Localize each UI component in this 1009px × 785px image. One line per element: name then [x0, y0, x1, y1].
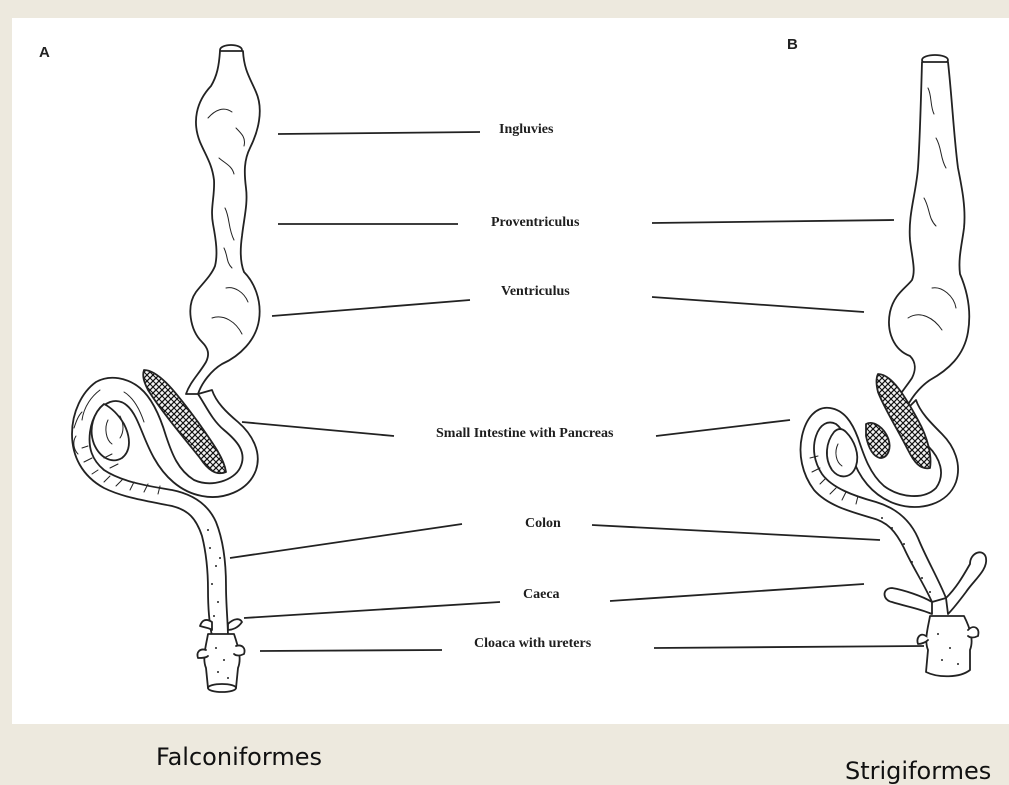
panel-letter-a: A — [39, 44, 50, 61]
label-proventriculus: Proventriculus — [491, 215, 579, 231]
caption-falconiformes: Falconiformes — [156, 743, 322, 771]
diagram-panel: A B Ingluvies Proventriculus Ventriculus… — [12, 18, 1009, 724]
label-cloaca: Cloaca with ureters — [474, 636, 591, 652]
label-caeca: Caeca — [523, 587, 560, 603]
label-colon: Colon — [525, 516, 561, 532]
label-ingluvies: Ingluvies — [499, 122, 553, 138]
caption-strigiformes: Strigiformes — [845, 757, 991, 785]
leader-lines — [230, 132, 924, 651]
panel-letter-b: B — [787, 36, 798, 53]
label-ventriculus: Ventriculus — [501, 284, 570, 300]
strigiformes-tract — [801, 55, 987, 676]
label-small-intestine: Small Intestine with Pancreas — [436, 426, 613, 442]
falconiformes-tract — [72, 45, 260, 692]
